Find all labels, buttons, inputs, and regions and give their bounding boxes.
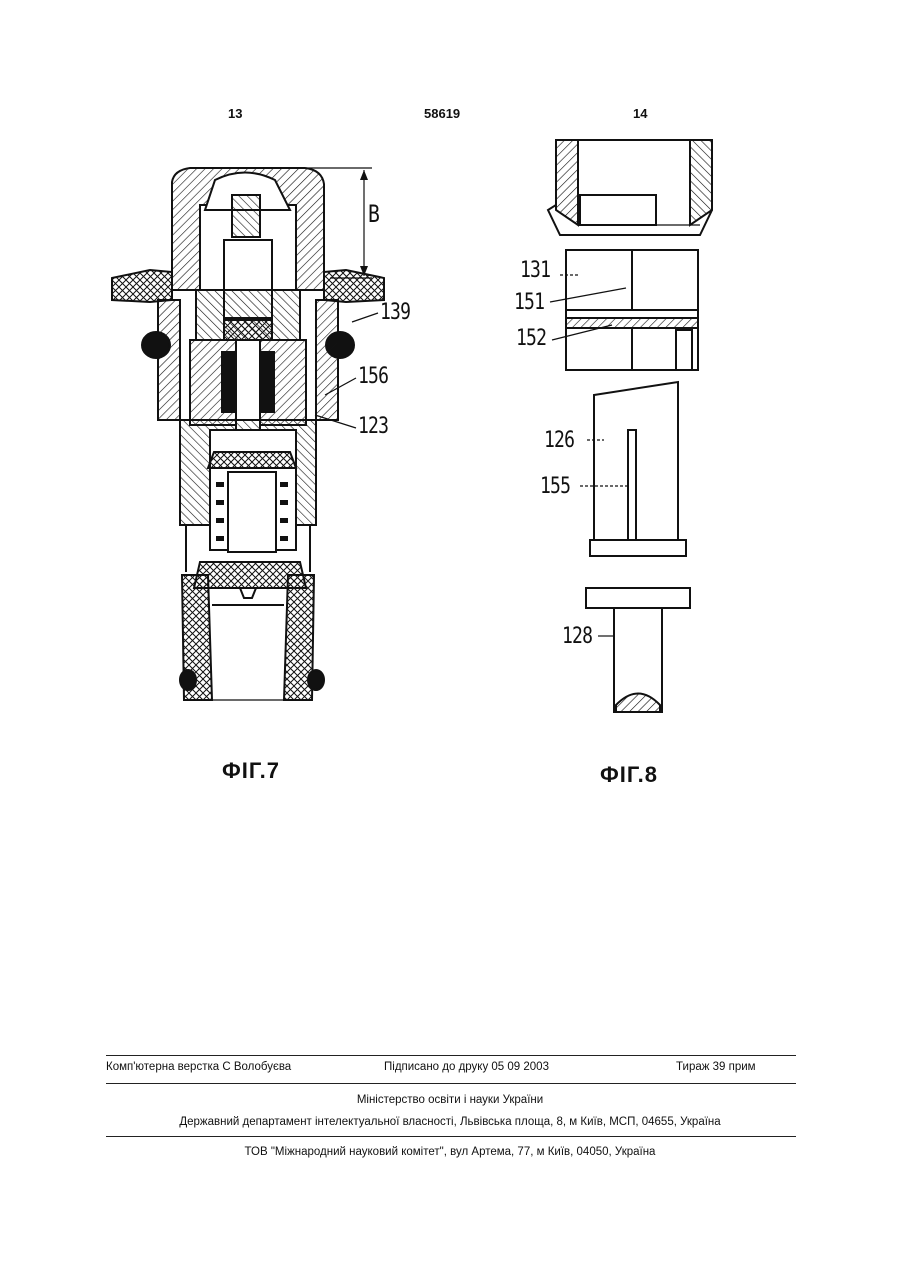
fig7-callout-123: 123 xyxy=(358,414,388,439)
fig7-callout-139: 139 xyxy=(380,300,410,325)
fig8-callout-126: 126 xyxy=(544,428,574,453)
footer-rule-middle xyxy=(106,1083,796,1084)
fig8-callout-152: 152 xyxy=(516,326,546,351)
footer-department: Державний департамент інтелектуальної вл… xyxy=(0,1116,900,1128)
fig7-drawing xyxy=(112,168,384,700)
footer-signed-date: Підписано до друку 05 09 2003 xyxy=(384,1061,549,1073)
footer-circulation: Тираж 39 прим xyxy=(676,1061,756,1073)
footer-rule-bottom xyxy=(106,1136,796,1137)
fig8-callout-131: 131 xyxy=(520,258,550,283)
footer-layout-credit: Комп'ютерна верстка С Волобуєва xyxy=(106,1061,291,1073)
fig8-callout-155: 155 xyxy=(540,474,570,499)
footer-rule-top xyxy=(106,1055,796,1056)
fig8-callout-151: 151 xyxy=(514,290,544,315)
fig7-dimension-b: B xyxy=(368,200,379,228)
fig7-callout-156: 156 xyxy=(358,364,388,389)
fig7-caption: ФІГ.7 xyxy=(222,758,280,784)
fig8-caption: ФІГ.8 xyxy=(600,762,658,788)
footer-printer: ТОВ "Міжнародний науковий комітет", вул … xyxy=(0,1146,900,1158)
footer-ministry: Міністерство освіти і науки України xyxy=(0,1094,900,1106)
fig8-callout-128: 128 xyxy=(562,624,592,649)
